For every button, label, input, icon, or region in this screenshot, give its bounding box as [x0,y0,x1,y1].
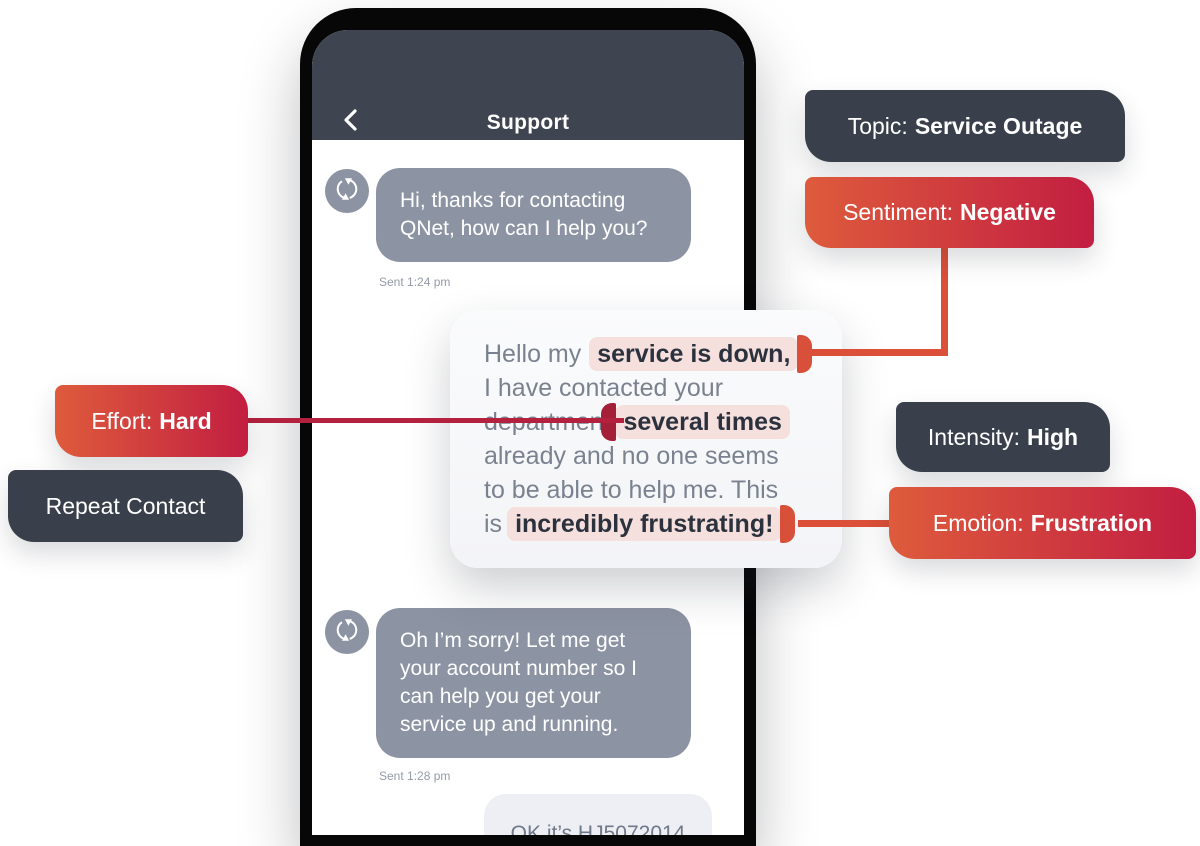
message-line: Hello my service is down, [484,335,842,373]
highlight-cap [780,505,796,543]
phone-notch [439,8,617,29]
agent-message-bubble: Hi, thanks for contacting QNet, how can … [376,168,691,262]
page-title: Support [486,111,570,134]
annotation-label: Intensity: [927,423,1020,450]
connector-effort [246,418,624,423]
message-line: already and no one seems [484,442,779,470]
highlight-cap [797,335,813,373]
message-text: Hello my [484,340,582,368]
customer-message-bubble: OK it’s HJ5072014 [484,794,712,835]
annotation-topic: Topic: Service Outage [805,90,1125,162]
annotation-effort: Effort: Hard [55,385,248,457]
annotation-label: Topic: [847,112,908,139]
highlight-text: service is down, [597,340,791,368]
highlight-service-down: service is down, [589,335,813,373]
annotation-label: Effort: [91,407,153,434]
highlight-frustrating: incredibly frustrating! [507,505,796,543]
connector-emotion [798,520,892,527]
highlight-text: incredibly frustrating! [515,510,774,538]
message-timestamp: Sent 1:28 pm [379,769,451,783]
message-line: is incredibly frustrating! [484,505,842,543]
annotation-sentiment: Sentiment: Negative [805,177,1094,248]
annotation-value: High [1026,423,1079,450]
connector-sentiment-horizontal [812,349,948,356]
analyzed-message-card: Hello my service is down, I have contacte… [450,310,842,568]
connector-sentiment-vertical [941,247,948,353]
sync-arrows-icon [332,174,362,209]
annotation-emotion: Emotion: Frustration [889,487,1196,559]
annotation-value: Negative [960,199,1056,225]
annotation-label: Sentiment: [843,199,954,225]
app-header: Support [312,30,744,140]
chevron-left-icon [338,109,366,137]
message-timestamp: Sent 1:24 pm [379,275,451,289]
highlight-several-times: several times [601,403,790,441]
annotation-label: Emotion: [932,509,1024,536]
sync-arrows-icon [332,615,362,650]
back-button[interactable] [338,106,366,134]
annotation-repeat-contact: Repeat Contact [8,470,243,542]
highlight-text: several times [623,408,782,436]
message-text: is [484,510,503,538]
annotation-value: Frustration [1030,509,1153,536]
agent-message-bubble: Oh I’m sorry! Let me get your account nu… [376,608,691,758]
agent-avatar [325,169,369,213]
annotation-value: Hard [159,407,212,434]
annotation-intensity: Intensity: High [896,402,1110,472]
message-line: I have contacted your [484,374,724,402]
annotation-value: Service Outage [914,112,1083,139]
agent-avatar [325,610,369,654]
annotation-label: Repeat Contact [45,492,206,519]
message-line: to be able to help me. This [484,476,779,504]
